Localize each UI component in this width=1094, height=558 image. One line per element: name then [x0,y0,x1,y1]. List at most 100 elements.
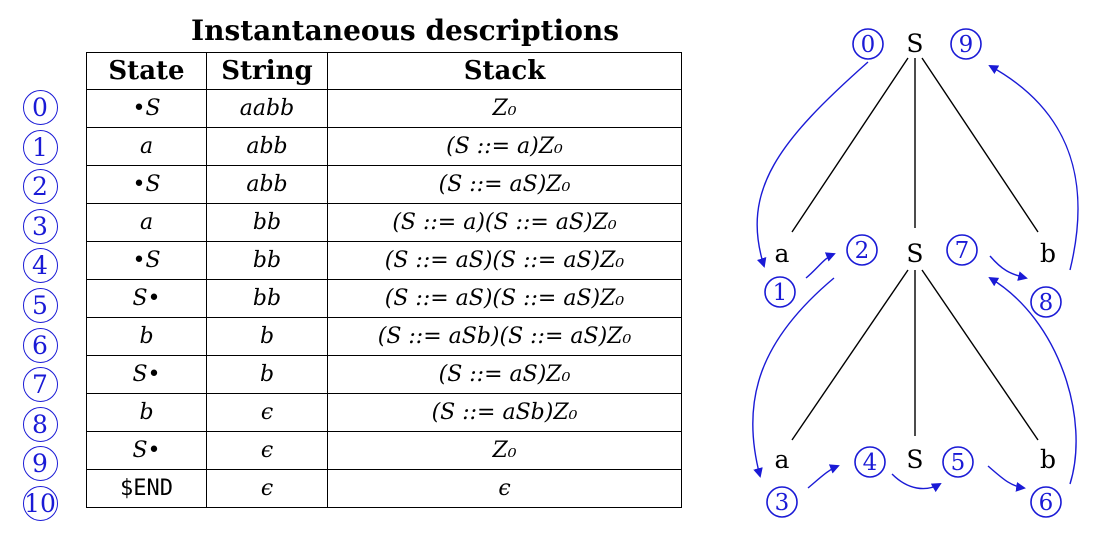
marker-circle [23,367,58,403]
state-cell: •S [86,241,207,280]
arrow-0-1 [756,61,869,268]
marker-number: 9 [32,449,48,479]
marker-circle [23,288,58,323]
edge-s2-b2 [921,269,1039,441]
string-cell: ϵ [206,469,328,508]
node-a-1: a [775,239,790,268]
tree-step-marker-circle [766,486,798,518]
tree-step-marker-circle [852,28,884,60]
state-cell: $END [86,469,207,508]
marker-circle [23,327,58,363]
node-S-2: S [906,239,923,268]
stack-cell: Z₀ [327,431,682,470]
marker-number: 0 [32,93,48,122]
tree-step-marker-circle [942,446,974,478]
tree-step-marker-number: 3 [775,490,790,516]
string-cell: bb [206,241,328,280]
marker-number: 7 [32,370,48,400]
tree-step-marker-number: 4 [863,450,878,476]
traversal-arrows [752,61,1079,493]
tree-step-marker-circle [946,234,978,266]
tree-step-marker-circle [950,28,982,60]
tree-step-marker-number: 7 [955,238,970,264]
step-marker: 5 [18,288,62,324]
tree-step-marker-number: 1 [773,280,788,306]
arrow-6-7 [988,276,1077,485]
marker-circle [23,406,58,442]
marker-number: 8 [32,409,48,439]
arrow-8-9 [988,65,1079,271]
table-row: S•b(S ::= aS)Z₀ [86,355,682,394]
state-cell: •S [86,165,207,204]
marker-circle [23,90,58,125]
node-root-S: S [906,29,923,58]
arrow-2-3 [752,277,835,478]
step-marker: 10 [18,486,62,522]
marker-number: 5 [32,291,48,320]
step-marker: 9 [18,446,62,482]
header-row: State String Stack [86,52,682,90]
marker-number: 10 [24,489,56,518]
tree-step-marker-number: 2 [855,238,870,264]
header-stack: Stack [327,52,682,90]
tree-step-marker-number: 8 [1039,290,1054,316]
marker-circle [23,486,58,521]
tree-step-marker-circle [764,276,796,308]
arrow-7-8 [989,255,1028,281]
arrow-1-2 [805,252,836,279]
string-cell: b [206,355,328,394]
tree-step-marker-number: 9 [959,32,974,58]
string-cell: aabb [206,89,328,128]
step-marker: 8 [18,406,62,443]
state-cell: S• [86,431,207,470]
stack-cell: (S ::= aS)(S ::= aS)Z₀ [327,279,682,318]
marker-number: 3 [32,211,48,241]
marker-circle [23,169,58,205]
tree-step-marker-number: 5 [951,450,966,476]
node-b-2: b [1040,445,1056,474]
arrow-5-6 [987,465,1026,492]
marker-circle [23,129,58,165]
table-title: Instantaneous descriptions [191,14,619,47]
string-cell: bb [206,203,328,242]
node-a-2: a [775,445,790,474]
marker-circle [23,446,58,482]
tree-step-marker-circle [846,234,878,266]
edge-root-a1 [791,57,909,233]
header-state: State [86,52,207,90]
marker-number: 6 [32,330,48,360]
marker-number: 2 [32,172,48,202]
arrow-3-4 [807,464,840,489]
stack-cell: (S ::= aSb)Z₀ [327,393,682,432]
stack-cell: Z₀ [327,89,682,128]
edge-s2-a2 [791,269,909,441]
node-S-3: S [906,445,923,474]
header-string: String [206,52,328,90]
step-marker: 6 [18,327,62,364]
stack-cell: (S ::= aS)Z₀ [327,355,682,394]
edge-root-b1 [921,57,1039,233]
step-marker: 1 [18,129,62,166]
tree-step-marker-circle [1030,486,1062,518]
state-cell: b [86,317,207,356]
stack-cell: (S ::= a)Z₀ [327,127,682,166]
string-cell: bb [206,279,328,318]
step-marker: 7 [18,367,62,403]
stack-cell: (S ::= aS)Z₀ [327,165,682,204]
marker-number: 4 [32,251,48,281]
string-cell: abb [206,127,328,166]
table-row: S•bb(S ::= aS)(S ::= aS)Z₀ [86,279,682,318]
stack-cell: (S ::= aS)(S ::= aS)Z₀ [327,241,682,280]
tree-step-marker-number: 0 [861,32,876,58]
tree-step-marker-circle [854,446,886,478]
